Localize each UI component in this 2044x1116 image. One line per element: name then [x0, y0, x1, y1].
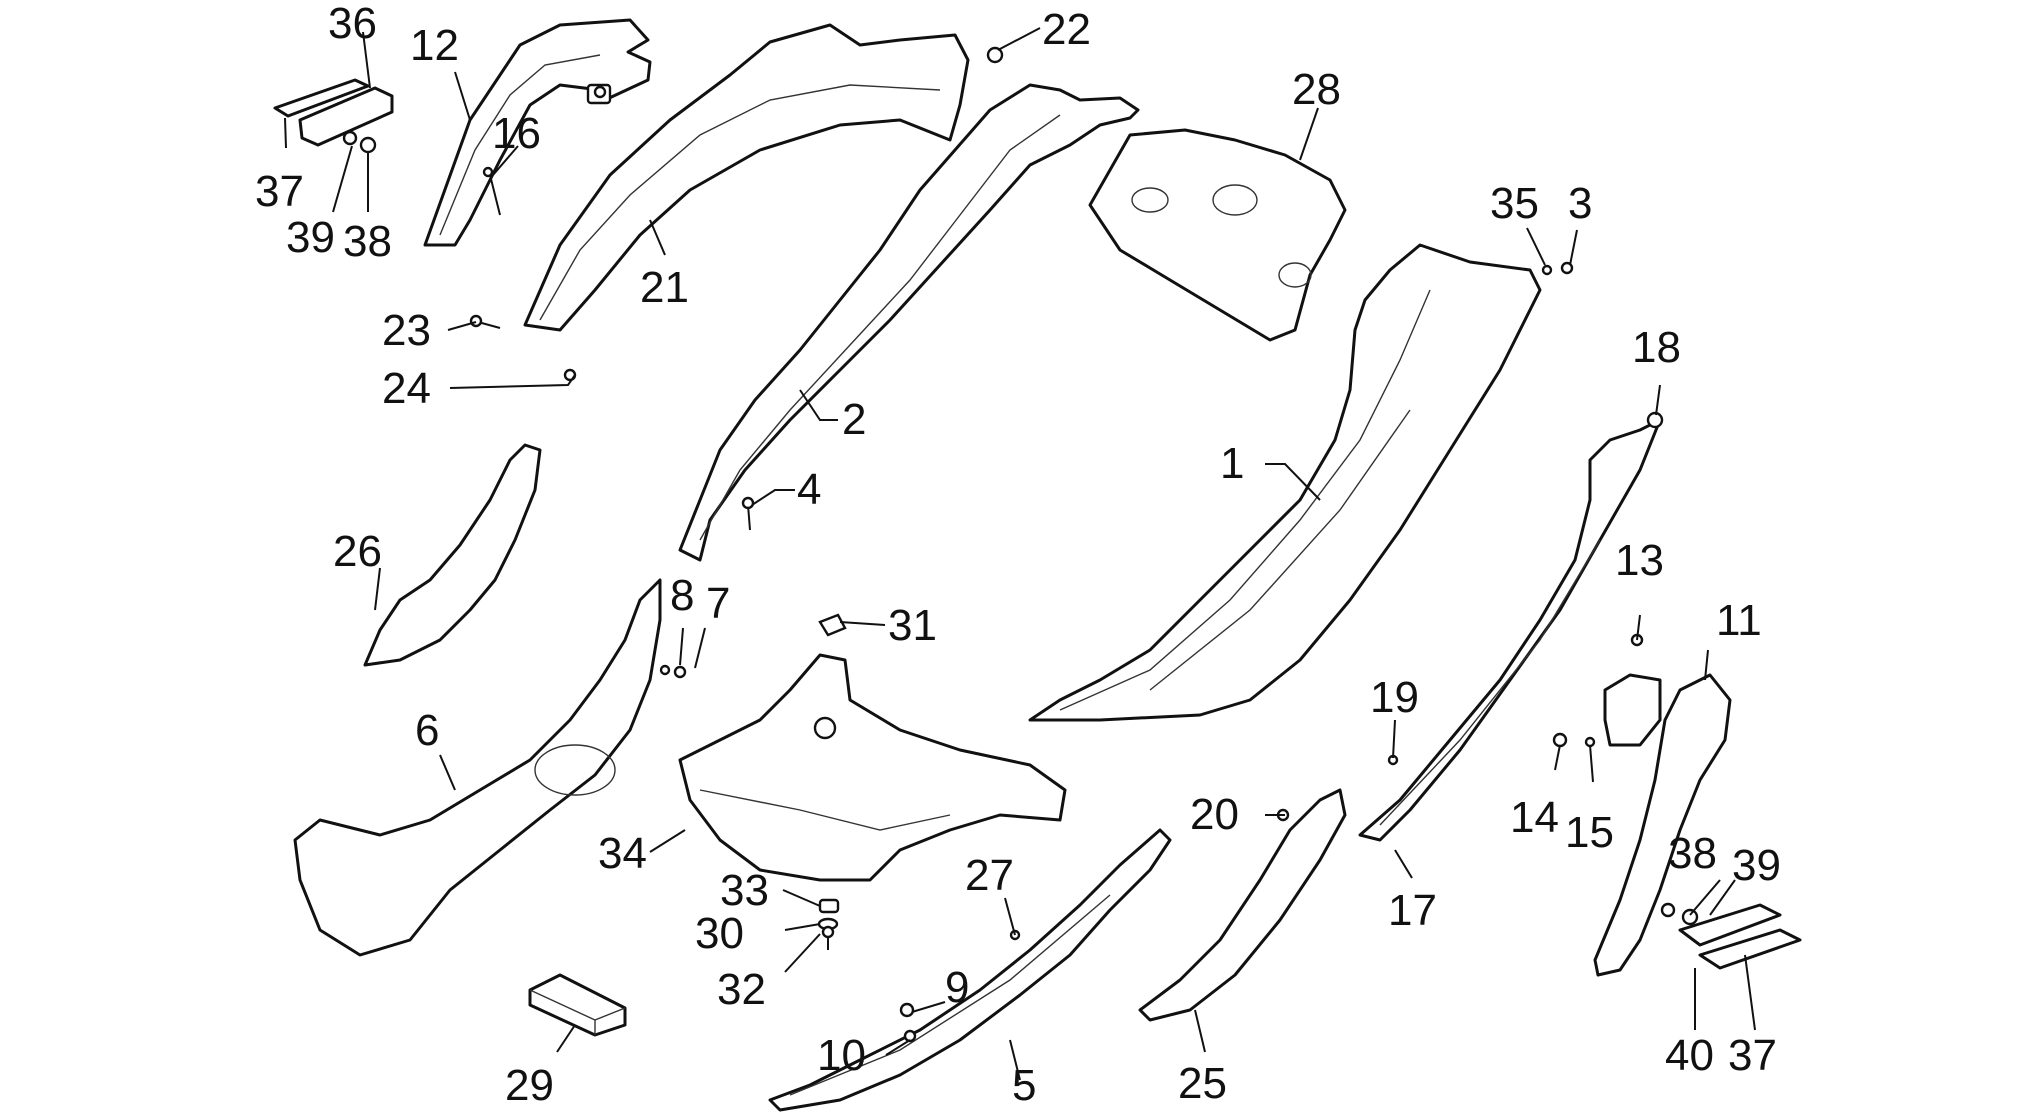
callout-9: 9 [945, 963, 969, 1012]
callout-6: 6 [415, 706, 439, 755]
callout-23: 23 [382, 306, 431, 355]
callout-8: 8 [670, 571, 694, 620]
callout-13: 13 [1615, 536, 1664, 585]
callout-16: 16 [492, 109, 541, 158]
callout-17: 17 [1388, 886, 1437, 935]
callout-29: 29 [505, 1061, 554, 1110]
callout-14: 14 [1510, 793, 1559, 842]
callout-12: 12 [410, 21, 459, 70]
part-28-bracket-panel [1088, 128, 1347, 342]
callout-10: 10 [817, 1031, 866, 1080]
part-29-foam-block [528, 973, 627, 1037]
callout-3: 3 [1568, 179, 1592, 228]
part-1-side-panel [1028, 243, 1542, 722]
callout-labels: 1 2 3 4 5 6 7 8 9 10 11 12 13 14 15 16 1… [255, 0, 1781, 1110]
callout-27: 27 [965, 851, 1014, 900]
callout-18: 18 [1632, 323, 1681, 372]
callout-19: 19 [1370, 673, 1419, 722]
part-6-lower-left-panel [293, 578, 662, 957]
part-37-seal [273, 78, 370, 118]
part-36-pad [298, 86, 394, 147]
callout-26: 26 [333, 527, 382, 576]
callout-20: 20 [1190, 790, 1239, 839]
leader-lines [284, 27, 1756, 1081]
part-5-lower-strip [768, 828, 1172, 1112]
callout-4: 4 [797, 465, 821, 514]
fastener-set [469, 46, 1664, 1043]
part-17-side-strip [1358, 418, 1662, 842]
callout-11: 11 [1716, 596, 1762, 645]
callout-28: 28 [1292, 65, 1341, 114]
callout-24: 24 [382, 364, 431, 413]
callout-1: 1 [1220, 439, 1244, 488]
callout-22: 22 [1042, 5, 1091, 54]
callout-38-right: 38 [1668, 829, 1717, 878]
callout-31: 31 [888, 601, 937, 650]
callout-39-right: 39 [1732, 841, 1781, 890]
callout-38-left: 38 [343, 217, 392, 266]
callout-30: 30 [695, 909, 744, 958]
callout-7: 7 [706, 579, 730, 628]
part-11-right-handle [1593, 673, 1732, 977]
callout-37-right: 37 [1728, 1031, 1777, 1080]
part-21-inner-arch [523, 23, 970, 332]
part-37-40-right-pad [1660, 902, 1802, 970]
callout-15: 15 [1565, 808, 1614, 857]
callout-32: 32 [717, 965, 766, 1014]
part-12-grab-handle [423, 18, 652, 247]
part-34-floor-panel [678, 653, 1067, 882]
part-38-39-washers [342, 130, 377, 154]
callout-2: 2 [842, 395, 866, 444]
callout-33: 33 [720, 866, 769, 915]
part-25-lower-right-strip [1138, 788, 1347, 1022]
callout-25: 25 [1178, 1059, 1227, 1108]
callout-39-left: 39 [286, 213, 335, 262]
callout-40: 40 [1665, 1031, 1714, 1080]
part-2-center-panel [678, 83, 1140, 562]
callout-35: 35 [1490, 179, 1539, 228]
callout-21: 21 [640, 263, 689, 312]
callout-34: 34 [598, 829, 647, 878]
part-26-side-trim [363, 443, 542, 667]
callout-5: 5 [1012, 1061, 1036, 1110]
callout-37-left: 37 [255, 167, 304, 216]
callout-36: 36 [328, 0, 377, 48]
